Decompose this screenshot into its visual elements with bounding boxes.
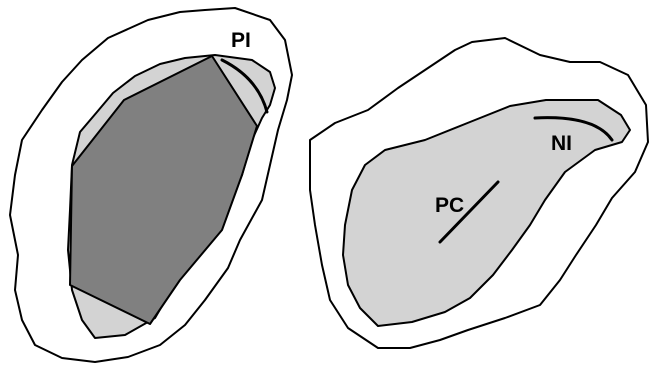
label-pi: PI bbox=[231, 29, 251, 52]
label-ni: NI bbox=[551, 132, 572, 155]
left-figure: PI bbox=[10, 8, 292, 362]
right-figure: NI PC bbox=[310, 38, 648, 348]
label-pc: PC bbox=[435, 194, 464, 217]
